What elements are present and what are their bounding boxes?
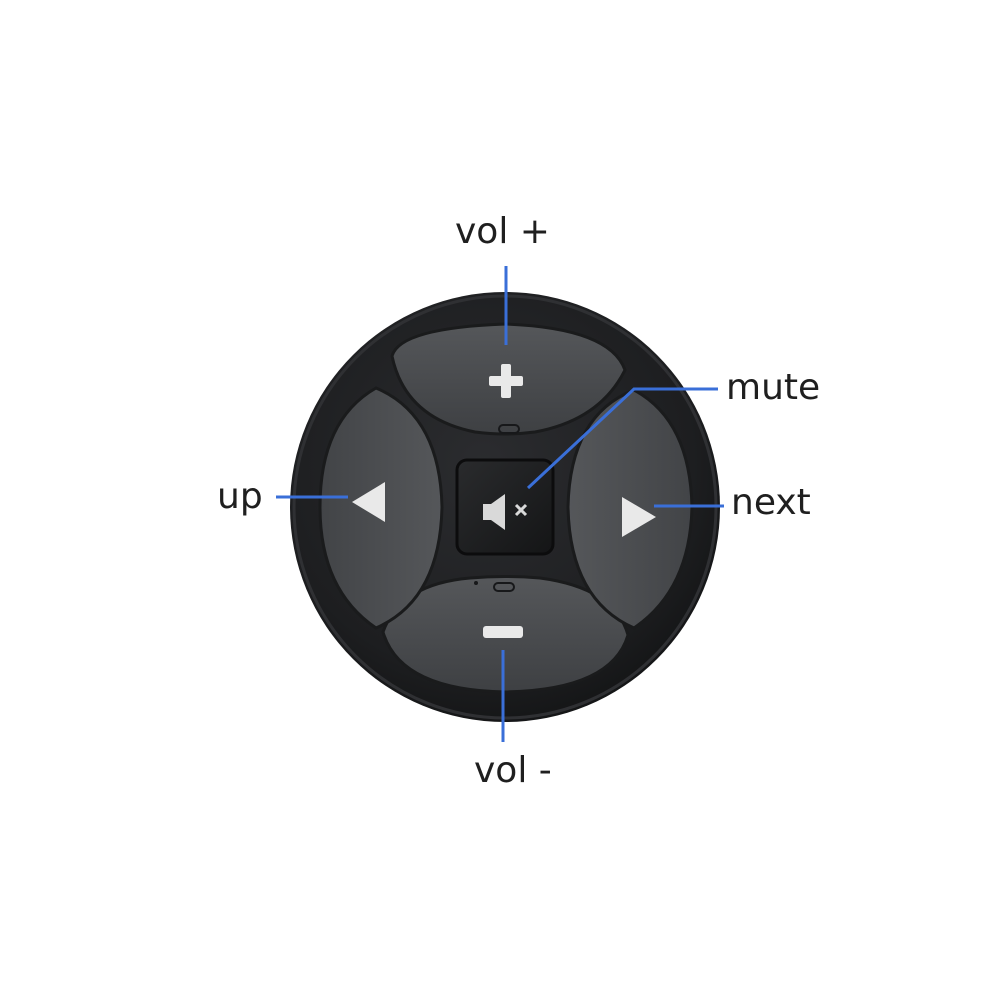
triangle-left-icon — [352, 482, 385, 522]
leader-line-mute — [526, 387, 718, 490]
minus-icon — [483, 626, 523, 638]
label-mute: mute — [726, 367, 821, 408]
vol-up-indicator — [498, 424, 520, 434]
plus-icon — [489, 364, 523, 398]
vol-down-dot — [474, 581, 478, 585]
vol-down-indicator — [493, 582, 515, 592]
triangle-right-icon — [622, 497, 656, 537]
speaker-mute-icon — [483, 494, 528, 530]
leader-lines — [276, 266, 724, 742]
label-next: next — [731, 482, 811, 523]
label-vol-down: vol - — [474, 750, 552, 791]
label-vol-up: vol + — [455, 211, 550, 252]
label-up: up — [217, 476, 263, 517]
